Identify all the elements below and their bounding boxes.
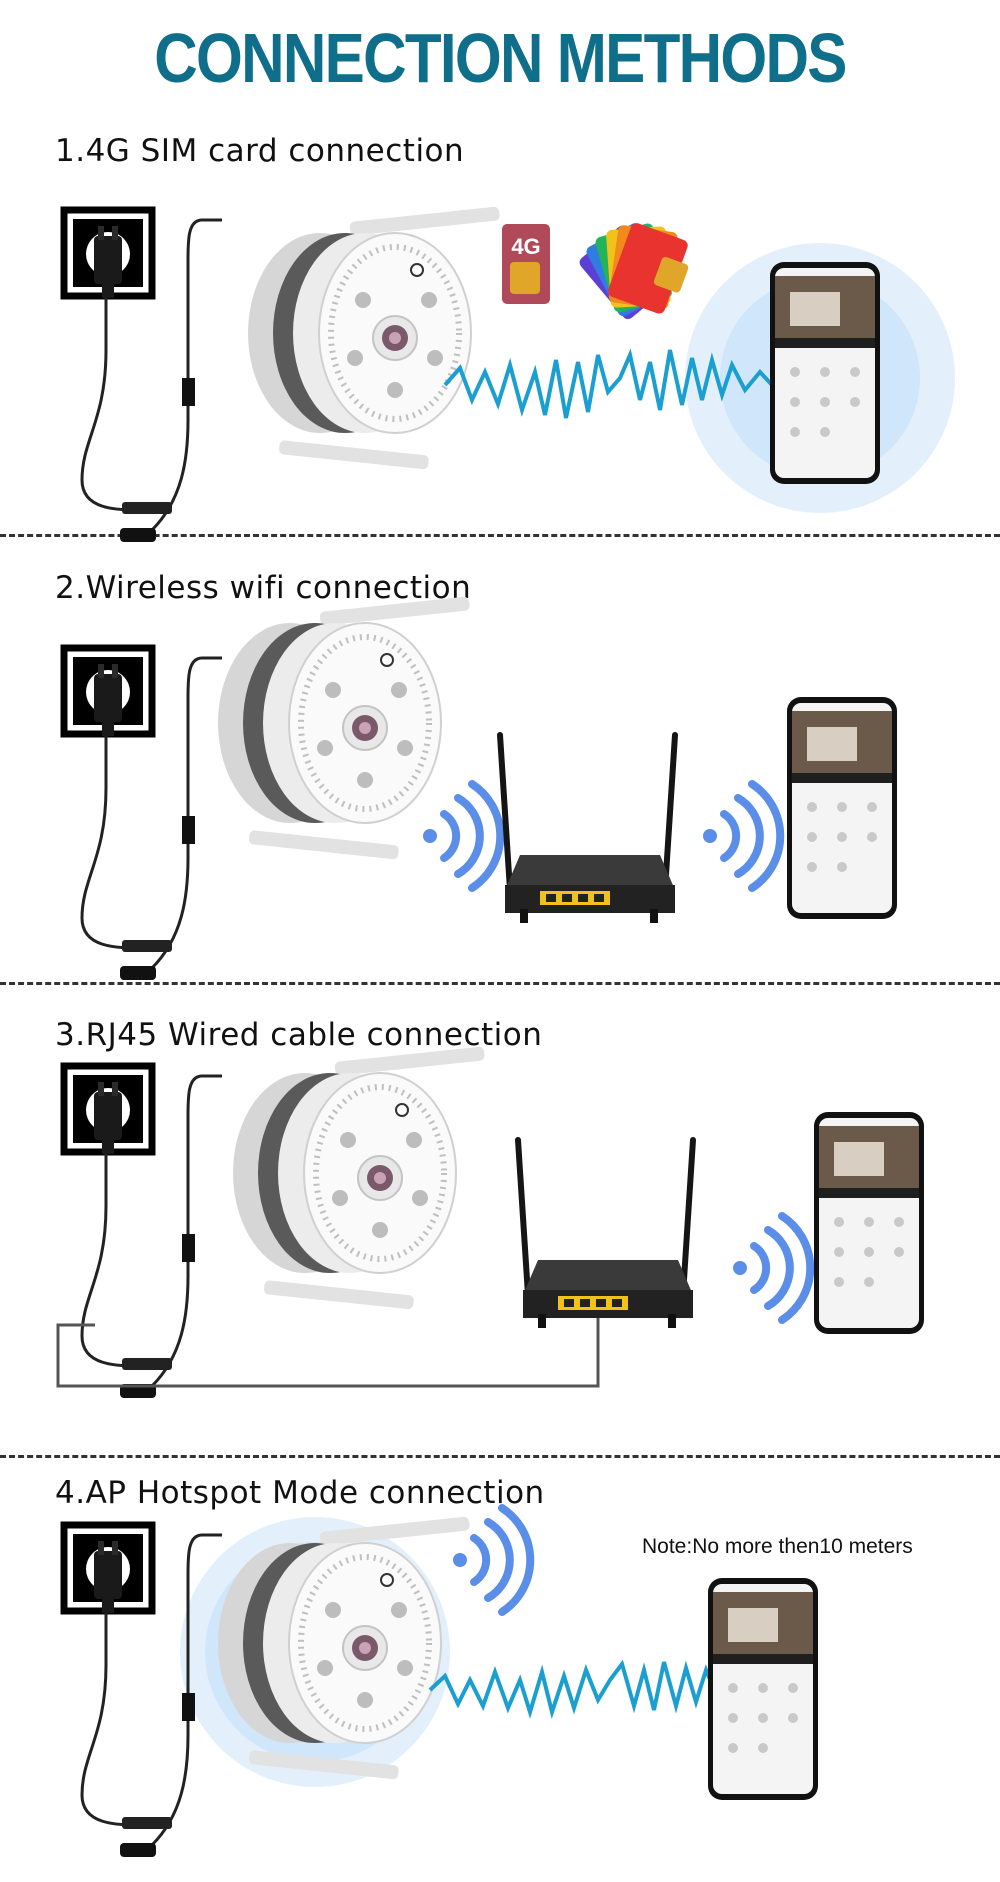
security-camera xyxy=(218,596,470,859)
section-divider xyxy=(0,1455,1000,1458)
section-2-title: 2.Wireless wifi connection xyxy=(55,570,472,606)
section-2-diagram xyxy=(64,596,897,982)
distance-note: Note:No more then10 meters xyxy=(642,1535,913,1558)
sim-card-4g-icon: 4G xyxy=(502,224,550,304)
security-camera xyxy=(248,206,500,469)
wifi-signal-icon xyxy=(423,784,500,888)
section-1-title: 1.4G SIM card connection xyxy=(55,133,465,169)
wall-socket xyxy=(64,1525,152,1613)
signal-wave xyxy=(428,1659,746,1720)
signal-wave xyxy=(443,348,774,419)
smartphone xyxy=(787,697,897,919)
smartphone xyxy=(814,1112,924,1334)
section-3-diagram xyxy=(56,1046,924,1400)
wall-socket xyxy=(64,648,152,736)
section-3-title: 3.RJ45 Wired cable connection xyxy=(55,1017,543,1053)
wall-socket xyxy=(64,210,152,298)
wifi-router xyxy=(518,1140,693,1328)
section-4-title: 4.AP Hotspot Mode connection xyxy=(55,1475,545,1511)
wifi-signal-icon xyxy=(703,784,780,888)
smartphone xyxy=(708,1578,818,1800)
section-4-diagram xyxy=(64,1508,818,1859)
wifi-signal-icon xyxy=(733,1216,810,1320)
smartphone xyxy=(770,262,880,484)
sim-cards-fan-icon xyxy=(579,223,689,320)
section-divider xyxy=(0,982,1000,985)
security-camera xyxy=(233,1046,485,1309)
section-divider xyxy=(0,534,1000,537)
page-title: CONNECTION METHODS xyxy=(154,19,847,97)
sim-badge-label: 4G xyxy=(511,234,540,259)
ethernet-cable xyxy=(56,1300,600,1388)
wifi-router xyxy=(500,735,675,923)
section-1-diagram: 4G xyxy=(64,206,955,544)
wall-socket xyxy=(64,1066,152,1154)
